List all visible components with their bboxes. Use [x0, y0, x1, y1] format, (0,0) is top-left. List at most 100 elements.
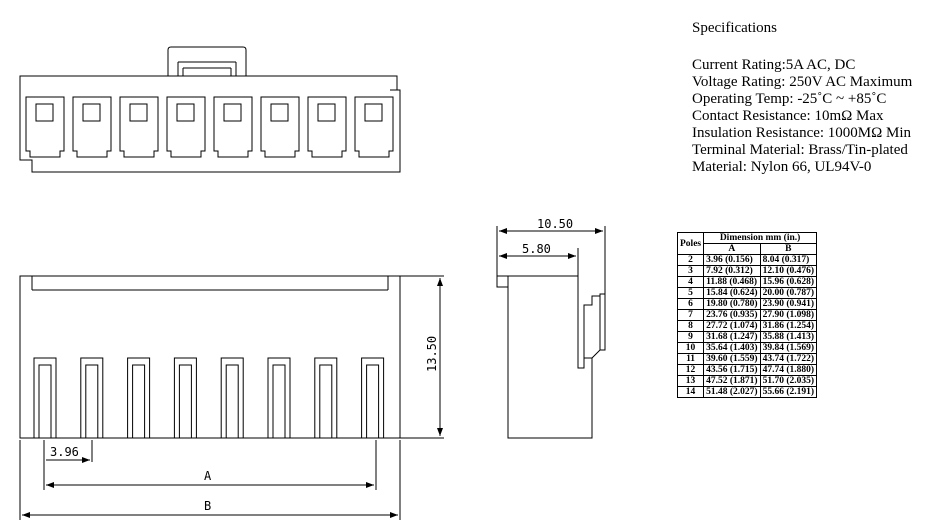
side-width-label: 10.50: [537, 217, 573, 231]
cell-a: 11.88 (0.468): [703, 276, 761, 288]
front-slot: [314, 357, 338, 439]
cell-poles: 4: [676, 276, 705, 288]
cell-poles: 2: [676, 254, 705, 266]
front-slot: [80, 357, 104, 439]
top-cell-window: [176, 103, 195, 122]
cell-poles: 3: [676, 265, 705, 277]
cell-b: 15.96 (0.628): [759, 276, 818, 288]
front-slot: [33, 357, 57, 439]
cell-poles: 12: [676, 364, 705, 376]
top-cell-window: [317, 103, 336, 122]
front-slot-inner: [272, 364, 286, 439]
cell-b: 31.86 (1.254): [759, 320, 818, 332]
specifications-block: Specifications Current Rating:5A AC, DC …: [692, 20, 912, 176]
cell-b: 12.10 (0.476): [759, 265, 818, 277]
cell-poles: 11: [676, 353, 705, 365]
top-cell: [354, 96, 394, 158]
cell-b: 51.70 (2.035): [759, 375, 818, 387]
cell-a: 15.84 (0.624): [703, 287, 761, 299]
top-cell-window: [35, 103, 54, 122]
dim-a-label: A: [204, 469, 212, 483]
cell-b: 55.66 (2.191): [759, 386, 818, 398]
front-slot: [267, 357, 291, 439]
cell-poles: 5: [676, 287, 705, 299]
pitch-label: 3.96: [50, 445, 79, 459]
cell-a: 43.56 (1.715): [703, 364, 761, 376]
cell-a: 7.92 (0.312): [703, 265, 761, 277]
cell-a: 23.76 (0.935): [703, 309, 761, 321]
side-view: [496, 226, 606, 439]
header-poles: Poles: [676, 232, 705, 255]
cell-a: 47.52 (1.871): [703, 375, 761, 387]
dim-b-label: B: [204, 499, 211, 513]
top-view: [19, 46, 401, 173]
cell-b: 47.74 (1.880): [759, 364, 818, 376]
spec-insulation-resistance: Insulation Resistance: 1000MΩ Min: [692, 125, 912, 141]
cell-poles: 14: [676, 386, 705, 398]
cell-b: 8.04 (0.317): [759, 254, 818, 266]
top-cell-window: [270, 103, 289, 122]
cell-a: 31.68 (1.247): [703, 331, 761, 343]
front-slot: [361, 357, 385, 439]
side-inner-label: 5.80: [522, 242, 551, 256]
top-cell: [25, 96, 65, 158]
height-label: 13.50: [425, 336, 439, 372]
cell-poles: 6: [676, 298, 705, 310]
spec-voltage-rating: Voltage Rating: 250V AC Maximum: [692, 74, 913, 90]
cell-b: 43.74 (1.722): [759, 353, 818, 365]
front-slot-inner: [319, 364, 333, 439]
cell-poles: 9: [676, 331, 705, 343]
cell-a: 3.96 (0.156): [703, 254, 761, 266]
cell-b: 27.90 (1.098): [759, 309, 818, 321]
cell-a: 39.60 (1.559): [703, 353, 761, 365]
front-slot: [173, 357, 197, 439]
top-cell: [166, 96, 206, 158]
cell-poles: 10: [676, 342, 705, 354]
top-view-cells: [25, 96, 394, 158]
front-slot-inner: [178, 364, 192, 439]
top-cell: [307, 96, 347, 158]
spec-material: Material: Nylon 66, UL94V-0: [692, 159, 872, 175]
front-view: [19, 275, 444, 520]
cell-b: 20.00 (0.787): [759, 287, 818, 299]
front-slot: [127, 357, 151, 439]
header-a: A: [703, 243, 761, 255]
top-cell-window: [223, 103, 242, 122]
spec-terminal-material: Terminal Material: Brass/Tin-plated: [692, 142, 908, 158]
top-cell-window: [82, 103, 101, 122]
spec-contact-resistance: Contact Resistance: 10mΩ Max: [692, 108, 884, 124]
top-cell: [260, 96, 300, 158]
cell-a: 35.64 (1.403): [703, 342, 761, 354]
top-cell-window: [364, 103, 383, 122]
top-cell: [72, 96, 112, 158]
cell-a: 27.72 (1.074): [703, 320, 761, 332]
front-view-slots: [33, 357, 385, 439]
cell-b: 35.88 (1.413): [759, 331, 818, 343]
top-cell: [213, 96, 253, 158]
front-slot-inner: [132, 364, 146, 439]
front-slot-inner: [366, 364, 380, 439]
spec-operating-temp: Operating Temp: -25˚C ~ +85˚C: [692, 91, 887, 107]
header-b: B: [759, 243, 818, 255]
cell-poles: 8: [676, 320, 705, 332]
cell-poles: 7: [676, 309, 705, 321]
cell-poles: 13: [676, 375, 705, 387]
front-slot-inner: [85, 364, 99, 439]
top-cell: [119, 96, 159, 158]
cell-a: 51.48 (2.027): [703, 386, 761, 398]
cell-b: 39.84 (1.569): [759, 342, 818, 354]
